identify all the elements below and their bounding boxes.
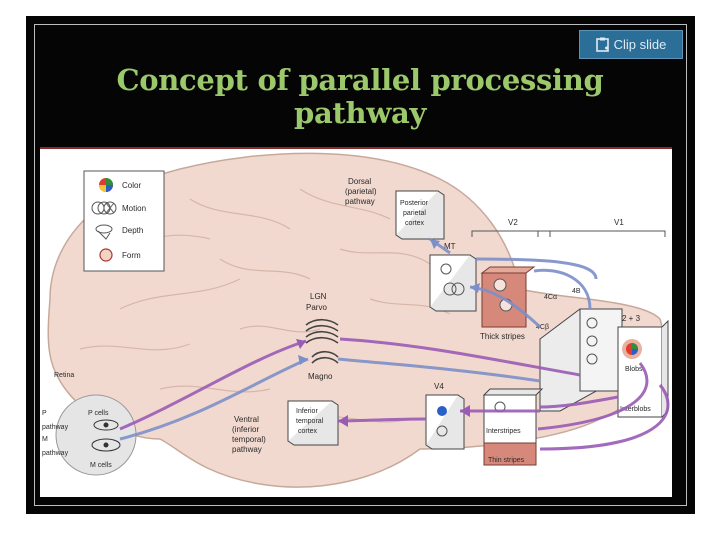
- title-line-1: Concept of parallel processing: [116, 63, 604, 97]
- thin-stripes-label: Thin stripes: [488, 457, 525, 464]
- parallel-pathway-figure: Color Motion Depth Form Dorsal (parietal…: [40, 149, 672, 497]
- posterior-label-3: cortex: [405, 220, 425, 227]
- legend-color-icon: [99, 178, 113, 192]
- title-line-2: pathway: [293, 96, 427, 130]
- v1-label: V1: [614, 218, 624, 227]
- dorsal-label-1: Dorsal: [348, 177, 371, 186]
- clipboard-icon: [595, 37, 609, 52]
- parvo-pathway-arrows: [119, 337, 670, 451]
- m-pathway-label: pathway: [42, 450, 69, 457]
- v4-label: V4: [434, 382, 444, 391]
- ventral-label-2: (inferior: [232, 425, 259, 434]
- slide-title: Concept of parallel processing pathway: [40, 64, 680, 130]
- ventral-label-4: pathway: [232, 445, 262, 454]
- layer-23-label: 2 + 3: [622, 314, 641, 323]
- ventral-label-1: Ventral: [234, 415, 259, 424]
- magno-arrow-heads: [298, 239, 480, 365]
- interstripes-label: Interstripes: [486, 428, 521, 435]
- layer-4b-label: 4B: [572, 288, 581, 295]
- m-cells-label: M cells: [90, 462, 112, 469]
- p-pathway-label: pathway: [42, 424, 69, 431]
- dorsal-label-2: (parietal): [345, 187, 377, 196]
- layer-4ca-label: 4Cα: [544, 294, 557, 301]
- slide-border: [34, 24, 687, 506]
- blobs-label: Blobs: [625, 366, 643, 373]
- lgn-magno-icon: [311, 350, 339, 364]
- interblobs-label: Interblobs: [620, 406, 651, 413]
- parvo-arrow-heads: [296, 339, 470, 427]
- retina-label: Retina: [54, 372, 74, 379]
- m-cell-icon: [91, 438, 121, 452]
- title-divider: [40, 147, 672, 149]
- magno-label: Magno: [308, 372, 333, 381]
- legend-motion-icon: [91, 201, 117, 215]
- legend-form-icon: [99, 248, 113, 262]
- layer-4cb-label: 4Cβ: [536, 324, 549, 331]
- parvo-label: Parvo: [306, 303, 327, 312]
- legend-depth-label: Depth: [122, 226, 143, 235]
- ventral-label-3: temporal): [232, 435, 266, 444]
- legend-depth-icon: [95, 224, 113, 240]
- lgn-label: LGN: [310, 292, 327, 301]
- pathway-diagram: Color Motion Depth Form Dorsal (parietal…: [42, 152, 670, 488]
- p-letter: P: [42, 410, 47, 417]
- mt-label: MT: [444, 242, 456, 251]
- clip-slide-label: Clip slide: [613, 37, 667, 52]
- inferior-label-3: cortex: [298, 428, 318, 435]
- posterior-label-1: Posterior: [400, 200, 429, 207]
- legend-box: [83, 170, 165, 272]
- m-letter: M: [42, 436, 48, 443]
- v2-label: V2: [508, 218, 518, 227]
- dorsal-label-3: pathway: [345, 197, 375, 206]
- clip-slide-button[interactable]: Clip slide: [579, 30, 683, 59]
- inferior-label-2: temporal: [296, 418, 324, 425]
- lgn-parvo-icon: [305, 318, 339, 344]
- p-cells-label: P cells: [88, 410, 109, 417]
- posterior-label-2: parietal: [403, 210, 426, 217]
- legend-color-label: Color: [122, 181, 141, 190]
- legend-motion-label: Motion: [122, 204, 146, 213]
- legend-form-label: Form: [122, 251, 141, 260]
- p-cell-icon: [93, 419, 119, 431]
- thick-stripes-label: Thick stripes: [480, 332, 525, 341]
- inferior-label-1: Inferior: [296, 408, 318, 415]
